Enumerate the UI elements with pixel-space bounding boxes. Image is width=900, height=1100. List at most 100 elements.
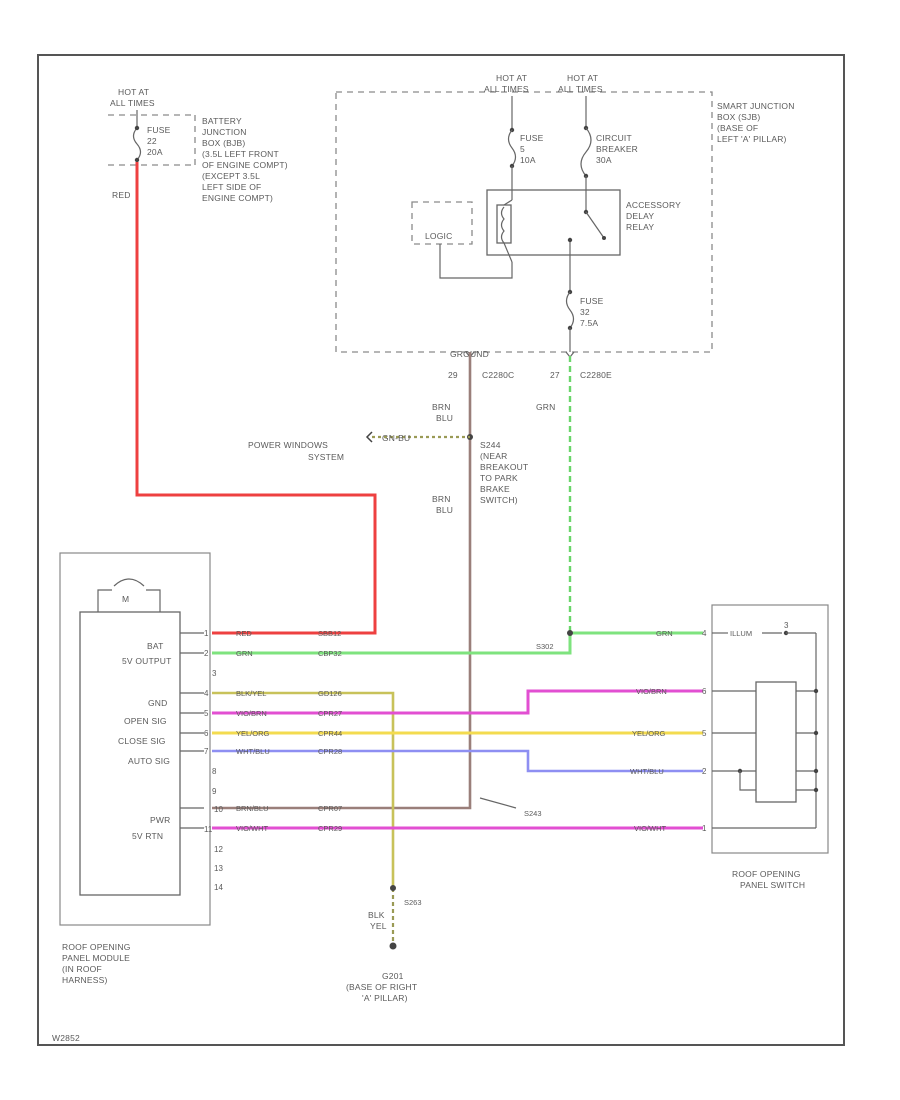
illum-label: ILLUM [730,629,752,638]
pin-3: 3 [212,669,217,678]
sw-pin-6: 6 [702,687,707,696]
bjb-line-1: BATTERY [202,116,242,126]
s243-label: S243 [524,809,542,818]
hot-at-all-times-mid-1: HOT AT [496,73,527,83]
ground-wire-gd126 [212,691,395,888]
diagram-frame [37,54,845,1046]
fuse-22-amps: 20A [147,147,163,157]
module-5v-output-label: 5V OUTPUT [122,656,172,666]
fuse-5-amps: 10A [520,155,536,165]
green-wire-cbp32 [212,633,572,655]
accessory-delay-relay-box [486,189,621,256]
power-windows-label-1: POWER WINDOWS [248,440,328,450]
breaker-label-1: CIRCUIT [596,133,632,143]
relay-output-terminal [567,237,573,243]
switch-name-1: ROOF OPENING [732,869,801,879]
pin-5: 5 [204,709,209,718]
bjb-line-2: JUNCTION [202,127,247,137]
blue-wire-cpr28 [212,749,703,773]
power-windows-arrow [365,431,373,443]
sw-pin-1: 1 [702,824,707,833]
pin-10: 10 [214,805,223,814]
module-name-4: HARNESS) [62,975,108,985]
module-open-sig-label: OPEN SIG [124,716,167,726]
sw-wire-4-color: WHT/BLU [630,767,664,776]
module-pwr-label: PWR [150,815,170,825]
splice-s302 [567,630,573,636]
logic-to-coil-wire [439,244,513,279]
sjb-line-1: SMART JUNCTION [717,101,795,111]
brn-blu-label-1a: BRN [432,402,451,412]
w1-color: RED [236,629,252,638]
sw-wire-3-color: YEL/ORG [632,729,666,738]
pin-14: 14 [214,883,223,892]
relay-contact-arm [585,211,605,239]
module-auto-sig-label: AUTO SIG [128,756,170,766]
fuse-32-label: FUSE [580,296,604,306]
hot-at-all-times-label-left: HOT AT [118,87,149,97]
hot-at-all-times-mid-2: ALL TIMES [484,84,529,94]
ground-g201-symbol [389,942,397,950]
w6-circuit: CPR44 [318,729,342,738]
motor-lead-right [146,589,161,612]
sw-pin-4: 4 [702,629,707,638]
sjb-line-3: (BASE OF [717,123,758,133]
w7-color: WHT/BLU [236,747,270,756]
pin-8: 8 [212,767,217,776]
pin-9: 9 [212,787,217,796]
breaker-label-2: BREAKER [596,144,638,154]
hot-at-all-times-label-left-2: ALL TIMES [110,98,155,108]
brn-blu-label-1b: BLU [436,413,453,423]
w4-color: BLK/YEL [236,689,266,698]
s244-line-1: S244 [480,440,501,450]
brn-blu-label-2b: BLU [436,505,453,515]
sw-pin-2: 2 [702,767,707,776]
breaker-label-3: 30A [596,155,612,165]
brn-blu-label-2a: BRN [432,494,451,504]
pink-wire-cpr27 [212,689,703,715]
relay-label-3: RELAY [626,222,654,232]
module-name-1: ROOF OPENING [62,942,131,952]
rail-node-3 [813,768,819,774]
pin-27: 27 [550,370,560,380]
sw-pin-5: 5 [702,729,707,738]
relay-coil-lead-top [503,199,513,206]
g201-location-1: (BASE OF RIGHT [346,982,417,992]
w11-color: BRN/BLU [236,804,269,813]
s243-leader [479,797,517,809]
power-windows-label-2: SYSTEM [308,452,344,462]
relay-label-2: DELAY [626,211,654,221]
battery-junction-box: HOT AT ALL TIMES FUSE 22 20A BATTERY JUN… [108,87,288,203]
smart-junction-box: SMART JUNCTION BOX (SJB) (BASE OF LEFT '… [335,73,795,359]
bjb-line-6: (EXCEPT 3.5L [202,171,260,181]
pin-4: 4 [204,689,209,698]
roof-opening-panel-switch: 4 6 5 2 1 3 ILLUM ROOF OPENING PANEL SWI… [702,604,829,890]
module-gnd-label: GND [148,698,168,708]
w12-circuit: CPR29 [318,824,342,833]
pin-1: 1 [204,629,209,638]
pin-6: 6 [204,729,209,738]
brown-wire-brn-blu [212,352,472,810]
fuse-32-amps: 7.5A [580,318,598,328]
pin-7: 7 [204,747,209,756]
relay-coil-winding [500,206,505,244]
relay-coil-lead-bottom [503,242,513,263]
pin-13: 13 [214,864,223,873]
hot-at-all-times-right-1: HOT AT [567,73,598,83]
fuse-22-terminal-bottom [134,157,140,163]
pin-2: 2 [204,649,209,658]
sjb-dashed-outline [335,91,713,353]
w12-color: VIO/WHT [236,824,268,833]
w4-circuit: GD126 [318,689,342,698]
g201-label: G201 [382,971,404,981]
s244-line-2: (NEAR [480,451,507,461]
s263-label: S263 [404,898,422,907]
rail-node-4 [813,787,819,793]
ground-wire-label-1: BLK [368,910,385,920]
module-bat-label: BAT [147,641,164,651]
switch-contact-block [755,681,797,803]
motor-icon [113,578,145,587]
motor-lead-left [97,589,112,612]
ground-wire-label-2: YEL [370,921,387,931]
module-inner-box [79,611,181,896]
